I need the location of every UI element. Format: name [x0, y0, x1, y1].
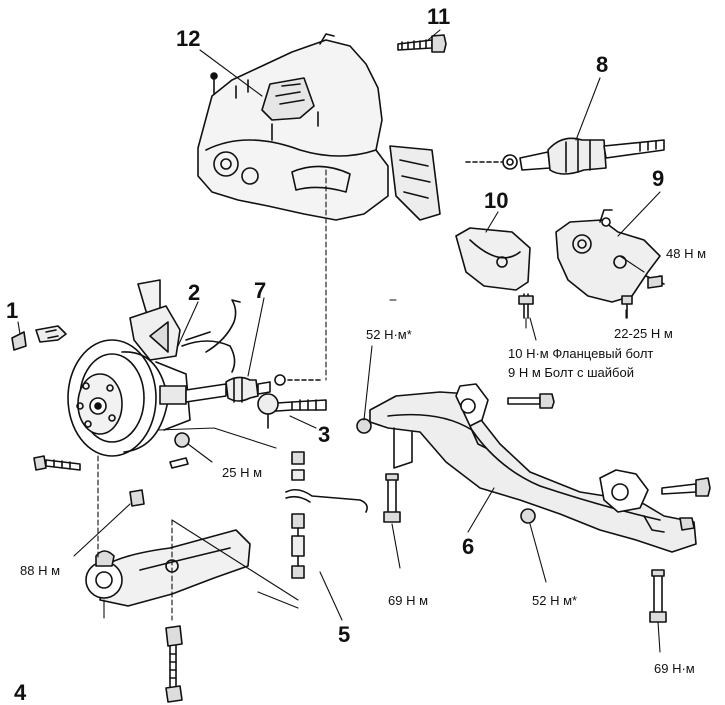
torque-label-88: 88 Н м: [20, 563, 61, 578]
torque-label-48: 48 Н м: [666, 246, 707, 261]
part-number-2: 2: [188, 280, 201, 305]
part-number-8: 8: [596, 52, 609, 77]
part-number-4: 4: [14, 680, 27, 705]
steering-knuckle-hub: [67, 279, 241, 457]
heat-shield-bracket: [455, 227, 534, 319]
torque-label-25: 25 Н м: [222, 465, 263, 480]
tie-rod-end: [257, 393, 327, 429]
torque-label-69-right: 69 Н·м: [654, 661, 695, 676]
torque-label-22-25: 22-25 Н м: [614, 326, 673, 341]
torque-label-52-top: 52 Н·м*: [366, 327, 412, 342]
lower-control-arm: [85, 529, 251, 703]
knuckle-bolt: [33, 455, 81, 471]
torque-label-10-flange-bolt: 10 Н·м Фланцевый болт: [508, 346, 654, 361]
part-number-10: 10: [484, 188, 509, 213]
bolt-11: [397, 34, 447, 53]
part-number-7: 7: [254, 278, 267, 303]
part-number-6: 6: [462, 534, 475, 559]
torque-label-69-left: 69 Н м: [388, 593, 429, 608]
drive-shaft: [465, 137, 665, 175]
part-number-9: 9: [652, 166, 665, 191]
stabilizer-link: [285, 451, 368, 579]
part-number-5: 5: [338, 622, 351, 647]
subframe-bolts: [383, 393, 711, 623]
transmission-housing: [197, 33, 441, 221]
part-number-1: 1: [6, 298, 19, 323]
part-number-12: 12: [176, 26, 201, 51]
torque-label-9-washer-bolt: 9 Н м Болт с шайбой: [508, 365, 634, 380]
lower-nut: [169, 432, 190, 469]
part-number-3: 3: [318, 422, 331, 447]
subframe: [356, 383, 697, 553]
alignment-lines: [17, 29, 661, 653]
torque-label-52-bottom: 52 Н м*: [532, 593, 578, 608]
engine-mount: [555, 209, 665, 319]
abs-sensor: [11, 325, 67, 351]
ball-joint-nut: [129, 489, 145, 507]
axle-shaft: [185, 374, 321, 403]
part-number-11: 11: [427, 4, 451, 29]
